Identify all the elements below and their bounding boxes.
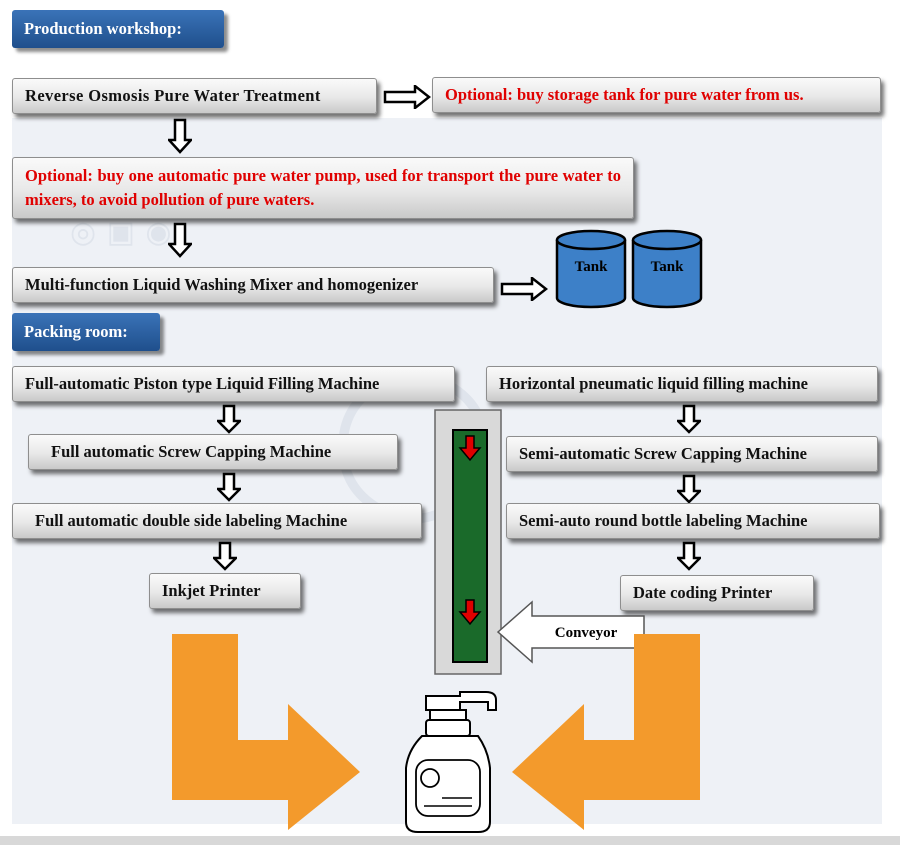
arrow-down-icon (677, 404, 701, 434)
left-labeling-machine-box: Full automatic double side labeling Mach… (12, 503, 422, 539)
bottom-scroll-strip (0, 836, 900, 845)
mixer-homogenizer-box: Multi-function Liquid Washing Mixer and … (12, 267, 494, 303)
tank-label-2: Tank (651, 259, 684, 275)
inkjet-printer-box: Inkjet Printer (149, 573, 301, 609)
arrow-down-icon (217, 404, 241, 434)
conveyor-label-arrow: Conveyor (496, 600, 645, 664)
arrow-right-icon (500, 277, 548, 301)
left-capping-machine-box: Full automatic Screw Capping Machine (28, 434, 398, 470)
right-filling-machine-box: Horizontal pneumatic liquid filling mach… (486, 366, 878, 402)
tank-label-1: Tank (575, 259, 608, 275)
tank-icon: Tank (555, 229, 627, 309)
arrow-down-icon (677, 474, 701, 504)
red-arrow-down-icon (458, 599, 482, 626)
arrow-down-icon (213, 541, 237, 571)
right-capping-machine-box: Semi-automatic Screw Capping Machine (506, 436, 878, 472)
optional-storage-tank-box: Optional: buy storage tank for pure wate… (432, 77, 881, 113)
watermark-logo-left: ◎ ▣ ◉ (70, 215, 172, 250)
tank-icon: Tank (631, 229, 703, 309)
arrow-down-icon (168, 118, 192, 154)
orange-flow-arrow-left-icon (172, 634, 360, 830)
conveyor-label: Conveyor (555, 625, 618, 641)
arrow-down-icon (217, 472, 241, 502)
section-production-workshop: Production workshop: (12, 10, 224, 48)
orange-flow-arrow-right-icon (512, 634, 700, 830)
date-coding-printer-box: Date coding Printer (620, 575, 814, 611)
soap-bottle-icon (405, 691, 497, 833)
arrow-down-icon (168, 222, 192, 258)
optional-pump-box: Optional: buy one automatic pure water p… (12, 157, 634, 219)
ro-water-treatment-box: Reverse Osmosis Pure Water Treatment (12, 78, 377, 114)
right-labeling-machine-box: Semi-auto round bottle labeling Machine (506, 503, 880, 539)
arrow-right-icon (383, 85, 431, 109)
red-arrow-down-icon (458, 435, 482, 462)
arrow-down-icon (677, 541, 701, 571)
left-filling-machine-box: Full-automatic Piston type Liquid Fillin… (12, 366, 455, 402)
section-packing-room: Packing room: (12, 313, 160, 351)
conveyor-belt (434, 409, 502, 675)
storage-tanks: Tank Tank (555, 229, 703, 309)
